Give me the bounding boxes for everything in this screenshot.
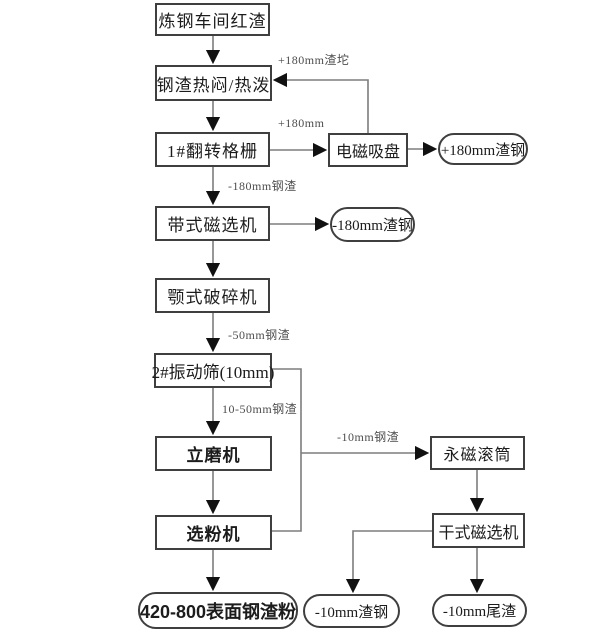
edge-label-10-50mm-slag: 10-50mm钢渣 [222, 402, 298, 416]
node-steelmaking-red-slag: 炼钢车间红渣 [155, 3, 270, 36]
node-slag-powder-product: 420-800表面钢渣粉 [138, 592, 298, 629]
edge-drymag-minus10steel [345, 530, 432, 594]
node-powder-separator: 选粉机 [155, 515, 272, 550]
node-dry-magnetic-separator: 干式磁选机 [432, 513, 525, 548]
node-vertical-mill: 立磨机 [155, 436, 272, 471]
node-minus180mm-slag-steel: -180mm渣钢 [330, 207, 415, 242]
node-permanent-magnet-drum: 永磁滚筒 [430, 436, 525, 470]
node-minus10mm-tail-slag: -10mm尾渣 [432, 594, 527, 627]
node-plus180mm-slag-steel: +180mm渣钢 [438, 133, 528, 165]
node-flip-grid-1: 1#翻转格栅 [155, 132, 270, 167]
node-vibrating-screen-2: 2#振动筛(10mm) [152, 353, 274, 388]
edge-label-minus10mm-slag: -10mm钢渣 [337, 430, 400, 444]
node-electromagnetic-chuck: 电磁吸盘 [328, 133, 408, 167]
node-belt-magnetic-separator: 带式磁选机 [155, 206, 270, 241]
node-minus10mm-slag-steel: -10mm渣钢 [303, 594, 400, 628]
edge-label-return-slag-lump: +180mm渣坨 [278, 53, 350, 67]
edge-label-minus50mm-slag: -50mm钢渣 [228, 328, 291, 342]
node-jaw-crusher: 颚式破碎机 [155, 278, 270, 313]
edge-label-minus180mm-slag: -180mm钢渣 [228, 179, 297, 193]
node-slag-hot-stewing: 钢渣热闷/热泼 [155, 65, 272, 101]
edge-chuck-return-hotstew [272, 72, 369, 133]
edge-bus-screen-powdersep [272, 368, 302, 532]
edge-label-plus180mm: +180mm [278, 116, 325, 130]
